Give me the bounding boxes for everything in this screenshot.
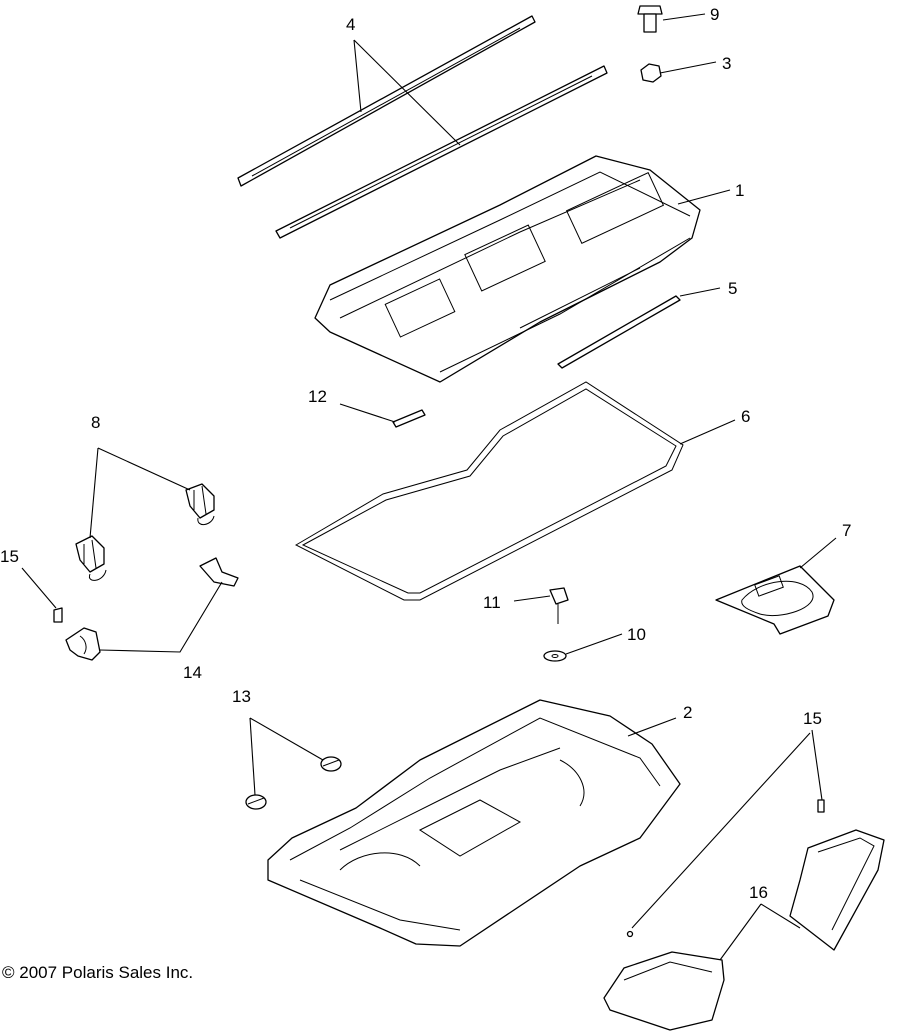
callout-8: 8 <box>91 413 100 432</box>
callout-13: 13 <box>232 687 251 706</box>
part-10-washer <box>543 650 567 662</box>
callout-4: 4 <box>346 15 355 34</box>
part-4-gasket-strips <box>237 15 608 239</box>
part-15-pin-left <box>53 607 63 623</box>
part-8-clamps <box>75 483 215 581</box>
part-5-seal-strip <box>557 295 681 369</box>
callout-2: 2 <box>683 703 692 722</box>
part-9-bolt <box>637 5 663 33</box>
part-14-brackets <box>65 557 239 661</box>
callout-14: 14 <box>183 663 202 682</box>
callout-5: 5 <box>728 279 737 298</box>
callout-15-left: 15 <box>0 547 19 566</box>
part-2-tray <box>267 699 681 947</box>
part-11-bolt <box>549 587 569 624</box>
callout-9: 9 <box>710 5 719 24</box>
callout-6: 6 <box>741 407 750 426</box>
part-12-pin <box>392 409 426 428</box>
part-3-nut <box>640 63 662 83</box>
part-16-shields <box>603 829 885 1031</box>
callout-labels: 4 9 3 1 5 12 6 8 7 15 11 10 14 13 2 15 1… <box>0 5 851 902</box>
callout-12: 12 <box>308 387 327 406</box>
callout-15-right: 15 <box>803 709 822 728</box>
part-6-gasket-ring <box>294 381 684 601</box>
callout-11: 11 <box>483 593 501 612</box>
callout-7: 7 <box>842 521 851 540</box>
callout-10: 10 <box>627 625 646 644</box>
leader-lines <box>21 13 837 961</box>
part-13-plugs <box>245 756 342 810</box>
copyright-notice: © 2007 Polaris Sales Inc. <box>2 963 194 982</box>
callout-16: 16 <box>749 883 768 902</box>
part-15-pins-right <box>626 799 825 938</box>
callout-3: 3 <box>722 54 731 73</box>
part-7-access-plate <box>715 565 835 635</box>
part-1-cover-panel <box>314 155 701 383</box>
callout-1: 1 <box>735 181 744 200</box>
